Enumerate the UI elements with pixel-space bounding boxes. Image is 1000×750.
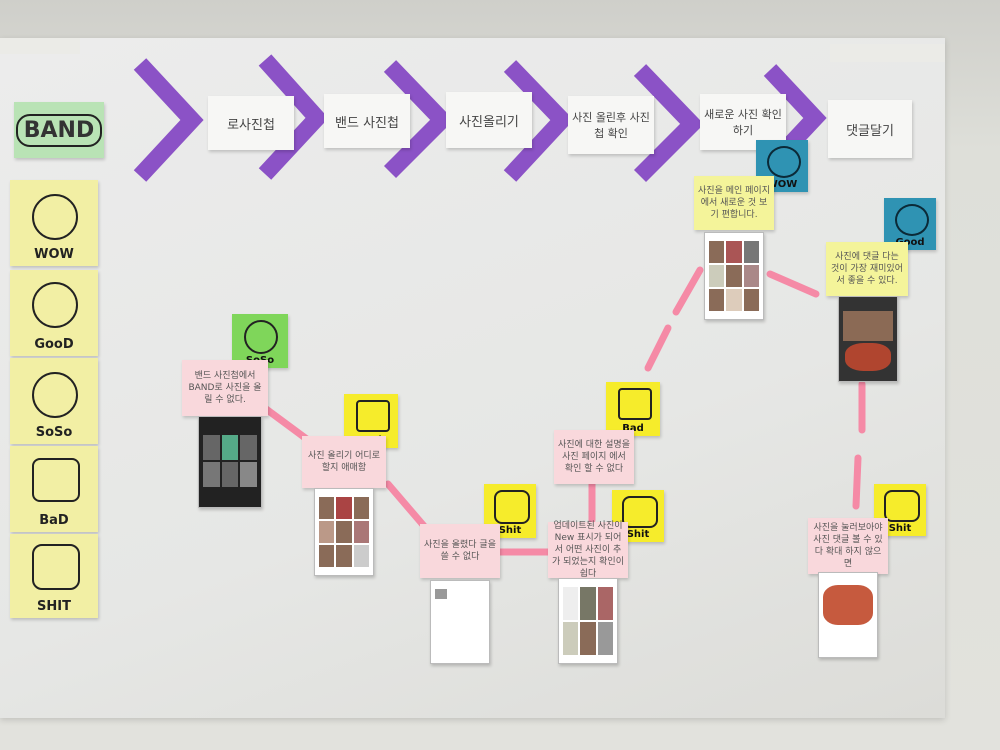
chevron-arrow-icon	[258, 54, 329, 180]
band-logo-note: BAND	[14, 102, 104, 158]
good-face-icon	[895, 204, 929, 236]
stage-label: 사진 올린후 사진첩 확인	[568, 96, 654, 154]
emotion-label: SHIT	[37, 599, 71, 614]
comment-note: 업데이트된 사진이 New 표시가 되어서 어떤 사진이 추가 되었는지 확인이…	[548, 521, 628, 579]
emotion-legend-soso: SoSo	[10, 358, 98, 444]
wow-face-icon	[32, 194, 78, 240]
good-face-icon	[32, 282, 78, 328]
phone-screenshot	[838, 296, 898, 382]
soso-sticker: SoSo	[232, 314, 288, 368]
wow-face-icon	[767, 146, 801, 178]
sticker-tag: Shit	[888, 523, 912, 534]
journey-path-segment	[258, 402, 312, 444]
sticker-tag: WOW	[766, 179, 798, 190]
emotion-label: BaD	[39, 513, 69, 528]
journey-path-segment	[672, 266, 704, 316]
bad-face-icon	[32, 458, 80, 502]
emotion-label: SoSo	[35, 425, 73, 440]
emotion-legend-shit: SHIT	[10, 534, 98, 618]
stage-label: 댓글달기	[828, 100, 912, 158]
shit-face-icon	[32, 544, 80, 590]
comment-note: 사진에 대한 설명을 사진 페이지 에서 확인 할 수 없다	[554, 430, 634, 484]
sticker-tag: Good	[895, 237, 925, 248]
emotion-legend-wow: WOW	[10, 180, 98, 266]
chevron-arrow-icon	[503, 60, 574, 182]
comment-note: 사진 올리기 어디로 할지 애매함	[302, 436, 386, 488]
phone-screenshot	[558, 578, 618, 664]
journey-path-segment	[852, 454, 862, 510]
stage-label: 밴드 사진첩	[324, 94, 410, 148]
sticker-tag: Shit	[626, 529, 650, 540]
shit-face-icon	[494, 490, 530, 524]
chevron-arrow-icon	[633, 64, 704, 183]
comment-note: 사진을 메인 페이지에서 새로운 것 보기 편합니다.	[694, 176, 774, 230]
emotion-label: WOW	[34, 247, 74, 262]
emotion-legend-bad: BaD	[10, 446, 98, 532]
good-sticker: Good	[884, 198, 936, 250]
phone-screenshot	[818, 572, 878, 658]
phone-screenshot	[314, 488, 374, 576]
stage-label: 로사진첩	[208, 96, 294, 150]
shit-face-icon	[622, 496, 658, 528]
soso-face-icon	[244, 320, 278, 354]
emotion-label: GooD	[34, 337, 74, 352]
bad-face-icon	[618, 388, 652, 420]
phone-screenshot	[704, 232, 764, 320]
sticker-tag: Bad	[622, 423, 644, 434]
journey-path-segment	[644, 324, 672, 372]
journey-path-segment	[384, 480, 428, 530]
shit-face-icon	[884, 490, 920, 522]
sticker-tag: Shit	[498, 525, 522, 536]
comment-note: 사진을 올렸다 글을 쓸 수 없다	[420, 524, 500, 578]
comment-note: 사진에 댓글 다는 것이 가장 재미있어서 좋을 수 있다.	[826, 242, 908, 296]
bad-sticker: Bad	[606, 382, 660, 436]
bad-face-icon	[356, 400, 390, 432]
journey-path-segment	[766, 270, 820, 298]
phone-screenshot	[198, 416, 262, 508]
tape-strip	[0, 38, 80, 54]
phone-screenshot	[430, 580, 490, 664]
comment-note: 사진을 눌러보아야 사진 댓글 볼 수 있다 확대 하지 않으면	[808, 518, 888, 574]
stage-label: 사진올리기	[446, 92, 532, 148]
chevron-arrow-icon	[133, 58, 204, 182]
soso-face-icon	[32, 372, 78, 418]
emotion-legend-good: GooD	[10, 270, 98, 356]
comment-note: 밴드 사진첩에서 BAND로 사진을 올릴 수 없다.	[182, 360, 268, 416]
chevron-arrow-icon	[383, 60, 454, 179]
tape-strip	[830, 44, 945, 62]
band-logo: BAND	[15, 113, 103, 147]
